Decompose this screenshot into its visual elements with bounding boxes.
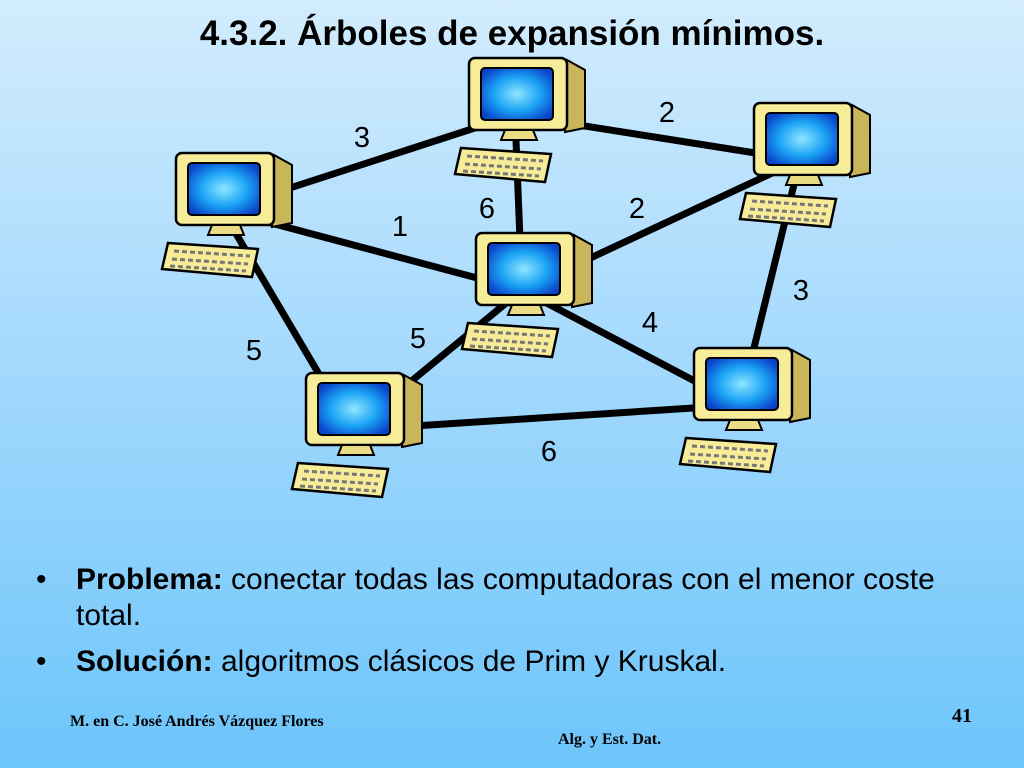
page-number: 41 (952, 705, 972, 727)
problem-text: conectar todas las computadoras con el m… (76, 563, 935, 632)
footer-author: M. en C. José Andrés Vázquez Flores (70, 713, 324, 730)
computer-icon (160, 151, 294, 279)
edge-weight-label: 5 (246, 335, 262, 367)
edge-weight-label: 2 (659, 97, 675, 129)
computer-icon (453, 56, 587, 184)
bullet-list: • Problema: conectar todas las computado… (36, 562, 986, 690)
bullet-problem: • Problema: conectar todas las computado… (36, 562, 986, 634)
edge-weight-label: 2 (629, 193, 645, 225)
edge-weight-label: 6 (541, 436, 557, 468)
edge-weight-label: 3 (793, 275, 809, 307)
computer-icon (678, 346, 812, 474)
problem-label: Problema: (76, 563, 223, 596)
network-graph: 3 2 6 2 1 3 4 5 5 6 (160, 56, 872, 499)
edge-weight-label: 5 (410, 323, 426, 355)
slide-title: 4.3.2. Árboles de expansión mínimos. (199, 14, 825, 53)
computer-icon (460, 231, 594, 359)
computer-icon (738, 101, 872, 229)
edge-weight-label: 3 (354, 122, 370, 154)
computer-icon (290, 371, 424, 499)
edge-weight-label: 6 (479, 193, 495, 225)
edge-weight-label: 4 (642, 307, 658, 339)
edge-weight-label: 1 (392, 211, 408, 243)
bullet-solution: • Solución: algoritmos clásicos de Prim … (36, 644, 986, 680)
bullet-point: • (36, 563, 47, 596)
solution-label: Solución: (76, 645, 213, 678)
bullet-point: • (36, 645, 47, 678)
solution-text: algoritmos clásicos de Prim y Kruskal. (212, 645, 727, 678)
footer-course: Alg. y Est. Dat. (558, 731, 662, 748)
